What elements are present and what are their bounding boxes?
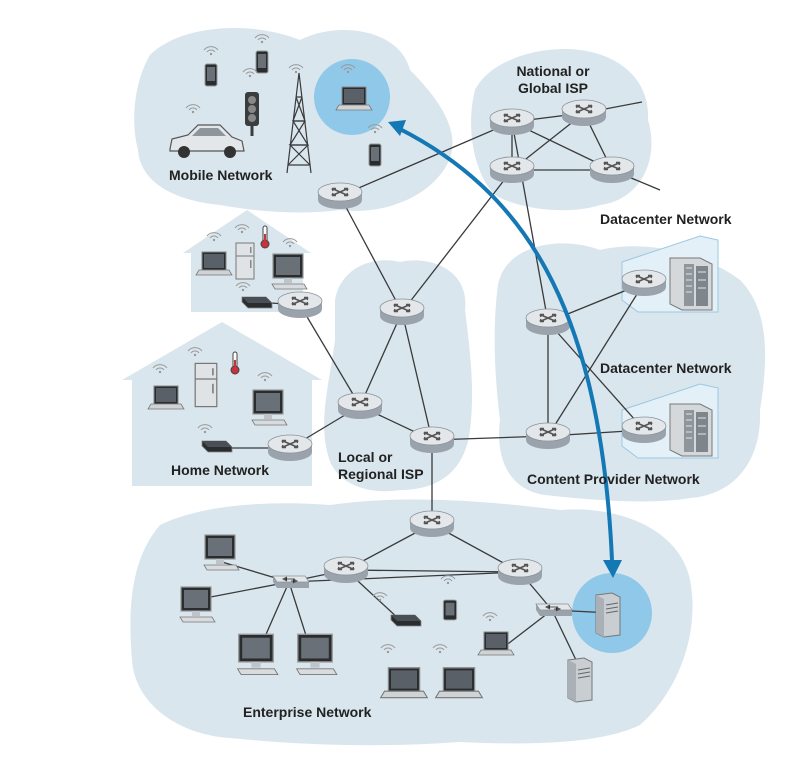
desktop-icon bbox=[251, 389, 288, 426]
smartphone-icon bbox=[368, 143, 382, 167]
local-isp-label-line2: Regional ISP bbox=[338, 466, 424, 482]
router-icon bbox=[317, 182, 363, 210]
desktop-icon bbox=[271, 253, 308, 290]
local-isp-label-line1: Local or bbox=[338, 449, 393, 465]
router-icon bbox=[525, 422, 571, 450]
desktop-icon bbox=[236, 633, 279, 676]
datacenter-network-label-1: Datacenter Network bbox=[600, 211, 732, 227]
router-icon bbox=[489, 156, 535, 184]
router-icon bbox=[323, 556, 369, 584]
desktop-icon bbox=[295, 633, 338, 676]
content-provider-network-label: Content Provider Network bbox=[527, 471, 700, 487]
router-icon bbox=[409, 510, 455, 538]
local-isp-label: Local or Regional ISP bbox=[338, 449, 424, 483]
desktop-icon bbox=[203, 534, 240, 571]
desktop-icon bbox=[179, 586, 216, 623]
server-icon bbox=[567, 657, 593, 703]
router-icon bbox=[561, 99, 607, 127]
car-icon bbox=[169, 124, 245, 158]
mobile-devices bbox=[169, 34, 383, 174]
router-icon bbox=[267, 434, 313, 462]
router-icon bbox=[525, 308, 571, 336]
server-icon bbox=[595, 592, 621, 638]
national-isp-label-line2: Global ISP bbox=[517, 80, 588, 96]
router-icon bbox=[379, 298, 425, 326]
switch-icon bbox=[535, 603, 573, 617]
router-icon bbox=[277, 291, 323, 319]
traffic-light-icon bbox=[245, 92, 259, 136]
refrigerator-icon bbox=[235, 242, 255, 280]
smartphone-icon bbox=[255, 50, 269, 74]
national-isp-label: National or Global ISP bbox=[500, 63, 606, 97]
server-rack-icon bbox=[669, 403, 713, 457]
modem-icon bbox=[241, 296, 273, 309]
router-icon bbox=[337, 392, 383, 420]
tablet-icon bbox=[442, 599, 458, 621]
modem-icon bbox=[201, 440, 233, 453]
mobile-network-label: Mobile Network bbox=[169, 167, 273, 183]
cell-tower-icon bbox=[286, 72, 312, 174]
router-icon bbox=[489, 108, 535, 136]
datacenter-network-label-2: Datacenter Network bbox=[600, 360, 732, 376]
smartphone-icon bbox=[204, 63, 218, 87]
switch-icon bbox=[272, 575, 310, 589]
router-icon bbox=[497, 558, 543, 586]
modem-icon bbox=[390, 614, 422, 627]
path-arrow bbox=[388, 120, 622, 578]
enterprise-network-label: Enterprise Network bbox=[243, 704, 372, 720]
router-icon bbox=[589, 156, 635, 184]
home-network-label: Home Network bbox=[171, 462, 270, 478]
server-rack-icon bbox=[669, 257, 713, 311]
national-isp-label-line1: National or bbox=[516, 63, 590, 79]
refrigerator-icon bbox=[194, 362, 218, 408]
router-icon bbox=[621, 269, 667, 297]
router-icon bbox=[621, 416, 667, 444]
